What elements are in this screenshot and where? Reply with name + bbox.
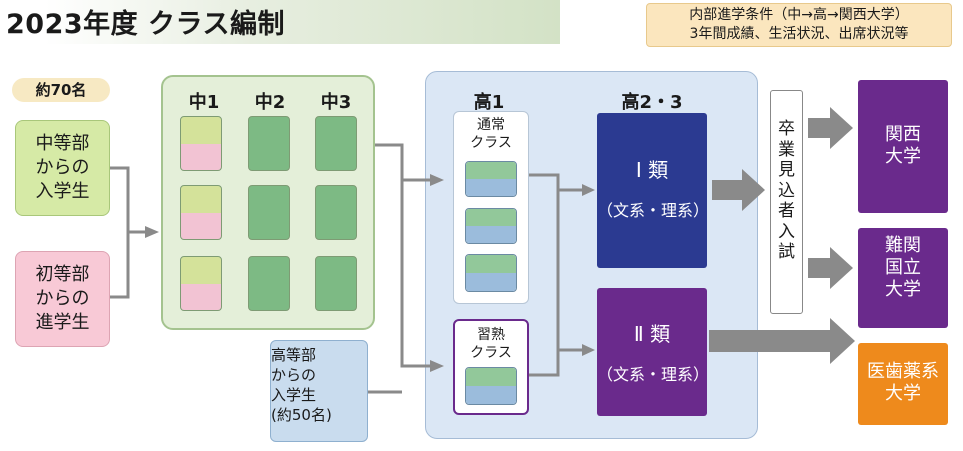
exam-to-kansai-arrow: [808, 107, 853, 149]
chu1-class-cell: [180, 256, 222, 311]
col-header-chu2: 中2: [254, 92, 286, 113]
connector-regular-to-class2: [556, 190, 582, 352]
nankan-line-2: 国立: [885, 257, 921, 278]
medical-university-box: 医歯薬系 大学: [858, 343, 948, 425]
connector-regular-to-class1: [529, 173, 582, 192]
connector-chu-to-middle: [110, 166, 145, 234]
src-ko-line-2: からの: [271, 366, 317, 384]
exam-char: 見: [778, 160, 795, 180]
internal-promotion-conditions: 内部進学条件（中→高→関西大学） 3年間成績、生活状況、出席状況等: [646, 3, 952, 47]
chu2-class-cell: [248, 116, 290, 171]
regular-class-label-2: クラス: [470, 135, 512, 151]
src-ko-line-1: 高等部: [271, 346, 317, 364]
chu1-class-cell: [180, 116, 222, 171]
class2-to-medical-arrow: [709, 318, 855, 364]
mastery-class-label-1: 習熟: [477, 327, 505, 343]
arrowhead: [430, 360, 444, 372]
title-banner: [0, 0, 560, 44]
class-1-name: Ⅰ 類: [635, 158, 669, 182]
connector-middle-to-kou1: [375, 143, 430, 182]
class-2-sub: （文系・理系）: [597, 365, 710, 384]
col-header-chu1: 中1: [188, 92, 220, 113]
approx-70-badge: 約70名: [12, 78, 110, 102]
chu3-class-cell: [315, 185, 357, 240]
kansai-line-1: 関西: [885, 124, 921, 145]
exam-char: 業: [778, 139, 795, 160]
src-sho-line-2: からの: [35, 288, 90, 309]
elementary-division-entrants-box: 初等部 からの 進学生: [15, 251, 110, 347]
src-ko-line-3: 入学生: [271, 386, 317, 404]
medical-line-1: 医歯薬系: [867, 361, 939, 382]
class-1-sub: （文系・理系）: [597, 201, 710, 220]
chu3-class-cell: [315, 116, 357, 171]
src-chu-line-1: 中等部: [35, 133, 90, 154]
regular-class-cell: [465, 254, 517, 292]
class-2-name: Ⅱ 類: [633, 322, 671, 346]
condition-line-2: 3年間成績、生活状況、出席状況等: [689, 26, 909, 42]
src-sho-line-1: 初等部: [35, 264, 90, 285]
regular-class-label-1: 通常: [477, 117, 505, 133]
mastery-class-cell: [465, 367, 517, 405]
kansai-university-box: 関西 大学: [858, 80, 948, 213]
col-header-chu3: 中3: [320, 92, 352, 113]
national-university-box: 難関 国立 大学: [858, 228, 948, 328]
src-ko-line-4: (約50名): [271, 406, 332, 424]
exam-char: 者: [778, 201, 795, 221]
arrowhead: [582, 184, 595, 196]
exam-to-nankan-arrow: [808, 247, 853, 289]
col-header-kou1: 高1: [473, 92, 505, 113]
junior-division-entrants-box: 中等部 からの 入学生: [15, 120, 110, 216]
nankan-line-1: 難関: [885, 235, 921, 256]
class-1-box: Ⅰ 類 （文系・理系）: [597, 113, 710, 268]
arrowhead: [145, 226, 159, 238]
regular-class-cell: [465, 161, 517, 197]
chu2-class-cell: [248, 185, 290, 240]
page-title: 2023年度 クラス編制: [6, 9, 286, 40]
medical-line-2: 大学: [885, 383, 921, 404]
class-2-box: Ⅱ 類 （文系・理系）: [597, 288, 710, 416]
connector-mastery-to-class2: [529, 350, 560, 377]
exam-char: 試: [778, 242, 795, 262]
class1-to-exam-arrow: [712, 169, 765, 211]
chu1-class-cell: [180, 185, 222, 240]
arrowhead: [582, 344, 595, 356]
exam-char: 卒: [778, 119, 795, 139]
connector-middle-down: [400, 180, 430, 368]
src-chu-line-2: からの: [35, 157, 90, 178]
mastery-class-label-2: クラス: [470, 345, 512, 361]
src-sho-line-3: 進学生: [35, 312, 90, 333]
connector-sho-to-middle: [110, 232, 130, 299]
exam-char: 込: [778, 180, 795, 201]
chu2-class-cell: [248, 256, 290, 311]
graduation-candidate-exam-box: 卒 業 見 込 者 入 試: [770, 90, 803, 314]
arrowhead: [430, 174, 444, 186]
nankan-line-3: 大学: [885, 279, 921, 300]
col-header-kou23: 高2・3: [621, 92, 683, 113]
exam-char: 入: [778, 221, 795, 242]
chu3-class-cell: [315, 256, 357, 311]
regular-class-cell: [465, 208, 517, 244]
high-school-entrants-box: 高等部 からの 入学生 (約50名): [270, 340, 368, 442]
kansai-line-2: 大学: [885, 146, 921, 167]
condition-line-1: 内部進学条件（中→高→関西大学）: [689, 7, 909, 23]
src-chu-line-3: 入学生: [35, 181, 90, 202]
